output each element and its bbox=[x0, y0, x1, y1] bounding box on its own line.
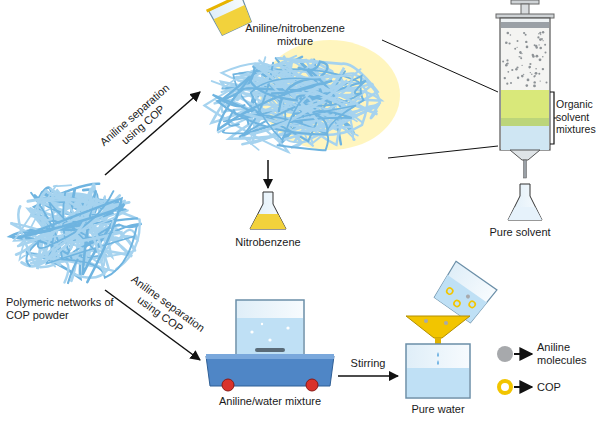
network-strand bbox=[251, 78, 320, 140]
packing-dot bbox=[535, 68, 537, 70]
packing-dot bbox=[517, 77, 519, 79]
packing-dot bbox=[520, 57, 522, 59]
packing-dot bbox=[522, 65, 523, 66]
packing-dot bbox=[535, 72, 538, 75]
syringe bbox=[496, 0, 554, 178]
legend-arrow bbox=[514, 386, 532, 388]
arrow bbox=[338, 375, 398, 377]
packing-dot bbox=[544, 44, 546, 46]
packing-dot bbox=[539, 32, 541, 34]
packing-dot bbox=[515, 68, 517, 70]
network-strand bbox=[20, 199, 121, 283]
bracket-label: Organic solvent mixtures bbox=[556, 98, 598, 136]
packing-dot bbox=[542, 56, 544, 58]
packing-dot bbox=[541, 38, 543, 40]
process-label: Aniline separation using COP bbox=[88, 73, 190, 166]
packing-dot bbox=[519, 51, 521, 53]
packing-dot bbox=[509, 42, 511, 44]
product-label: Nitrobenzene bbox=[228, 236, 308, 249]
packing-dot bbox=[506, 63, 508, 65]
leader bbox=[382, 40, 498, 92]
packing-dot bbox=[536, 46, 538, 48]
legend-text: COP bbox=[537, 381, 597, 394]
packing-dot bbox=[542, 31, 544, 33]
packing-dot bbox=[534, 75, 536, 77]
packing-dot bbox=[529, 63, 531, 65]
packing-dot bbox=[523, 74, 524, 75]
packing-dot bbox=[517, 47, 518, 48]
beaker-pour bbox=[432, 261, 497, 324]
product-label: Pure water bbox=[398, 403, 478, 416]
packing-dot bbox=[528, 66, 531, 69]
mixture-label: Aniline/nitrobenzene mixture bbox=[245, 22, 345, 48]
packing-dot bbox=[533, 85, 536, 88]
packing-dot bbox=[542, 68, 544, 70]
packing-dot bbox=[526, 84, 529, 87]
material-label: Polymeric networks of COP powder bbox=[6, 296, 118, 322]
packing-dot bbox=[507, 32, 510, 35]
packing-dot bbox=[546, 82, 548, 84]
packing-dot bbox=[529, 67, 530, 68]
packing-dot bbox=[525, 34, 527, 36]
flask bbox=[508, 184, 542, 220]
cop-network bbox=[10, 56, 381, 283]
packing-dot bbox=[540, 34, 541, 35]
mixture-label: Aniline/water mixture bbox=[200, 395, 340, 408]
packing-dot bbox=[539, 47, 542, 50]
packing-dot bbox=[538, 73, 540, 75]
packing-dot bbox=[510, 82, 512, 84]
packing-dot bbox=[539, 44, 540, 45]
network-strand bbox=[251, 81, 347, 134]
packing-dot bbox=[537, 36, 539, 38]
packing-dot bbox=[521, 75, 524, 78]
packing-dot bbox=[502, 61, 504, 63]
legend-swatch bbox=[497, 346, 513, 362]
process-label: Aniline separation using COP bbox=[111, 266, 217, 353]
packing-dot bbox=[539, 58, 542, 61]
flask bbox=[250, 192, 286, 229]
packing-dot bbox=[507, 71, 509, 73]
packing-dot bbox=[538, 33, 539, 34]
legend-text: Aniline molecules bbox=[537, 341, 597, 367]
packing-dot bbox=[514, 48, 516, 50]
packing-dot bbox=[510, 34, 512, 36]
legend-ring bbox=[497, 379, 513, 395]
packing-dot bbox=[530, 72, 531, 73]
network-strand bbox=[18, 198, 94, 265]
packing-dot bbox=[505, 64, 508, 67]
packing-dot bbox=[543, 40, 544, 41]
packing-dot bbox=[527, 79, 530, 82]
network-strand bbox=[14, 199, 129, 255]
beaker-water bbox=[406, 344, 470, 398]
packing-dot bbox=[519, 56, 521, 58]
product-label: Pure solvent bbox=[480, 226, 560, 239]
packing-dot bbox=[531, 74, 532, 75]
leader bbox=[388, 146, 498, 158]
packing-dot bbox=[536, 55, 539, 58]
packing-dot bbox=[506, 59, 508, 61]
packing-dot bbox=[533, 76, 535, 78]
packing-dot bbox=[526, 46, 529, 49]
step-label: Stirring bbox=[338, 357, 398, 370]
magnetic-stirrer bbox=[206, 300, 334, 391]
packing-dot bbox=[511, 69, 513, 71]
packing-dot bbox=[520, 52, 522, 54]
packing-dot bbox=[534, 81, 536, 83]
legend-arrow bbox=[514, 353, 532, 355]
packing-dot bbox=[525, 41, 527, 43]
bracket bbox=[550, 92, 557, 144]
packing-dot bbox=[507, 62, 509, 64]
packing-dot bbox=[540, 80, 541, 81]
packing-dot bbox=[545, 51, 547, 53]
packing-dot bbox=[505, 41, 508, 44]
packing-dot bbox=[504, 77, 506, 79]
packing-dot bbox=[523, 32, 525, 34]
packing-dot bbox=[517, 40, 519, 42]
packing-dot bbox=[532, 54, 534, 56]
arrow bbox=[267, 160, 269, 188]
packing-dot bbox=[506, 83, 508, 85]
